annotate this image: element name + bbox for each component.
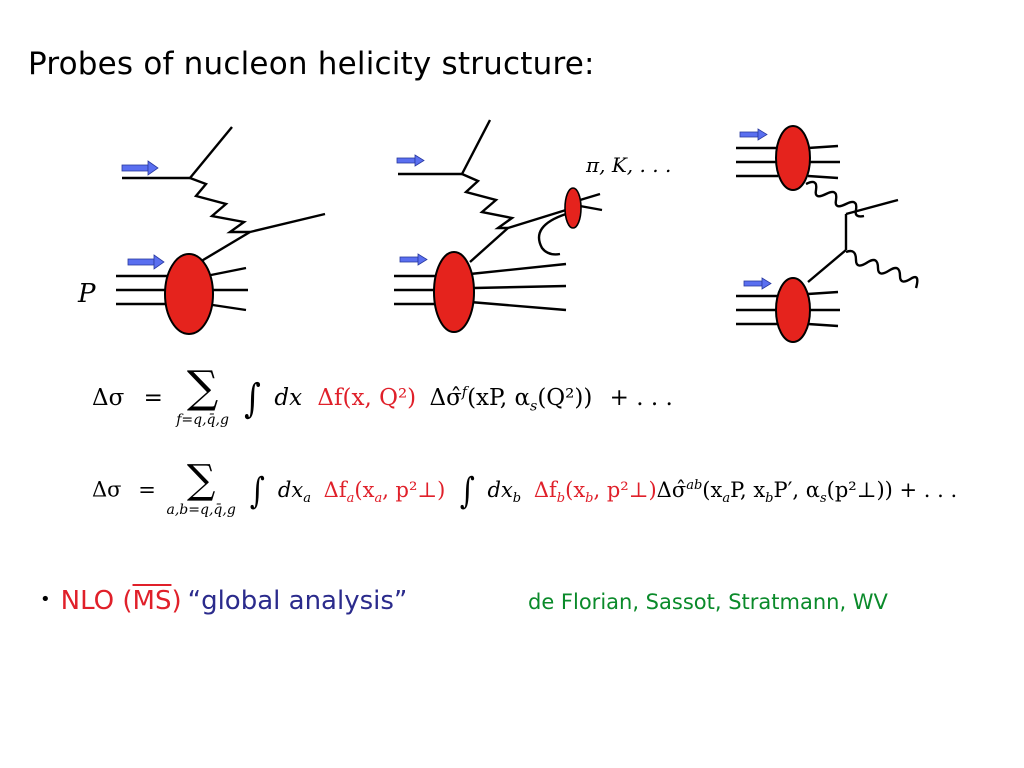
formula2-pdf-a: Δfa(xa, p²⊥) — [323, 477, 446, 506]
proton-blob-2 — [433, 251, 475, 333]
formula1-eq: = — [143, 385, 163, 411]
authors-credit: de Florian, Sassot, Stratmann, WV — [528, 590, 888, 614]
diagram-pp — [736, 144, 919, 328]
formula2-dxb: dxb — [487, 477, 522, 506]
nlo-label: NLO (MS) — [60, 586, 182, 616]
diagram-sidis — [394, 119, 603, 312]
formula2-eq: = — [138, 477, 156, 502]
formula2-pdf-b: Δfb(xb, p²⊥) — [533, 477, 657, 506]
integral-icon: ∫ — [244, 376, 261, 422]
formula2-partonic: Δσ̂ab — [656, 477, 703, 502]
formula2-sum-limits: a,b=q,q̄,g — [166, 502, 236, 518]
integral-icon: ∫ — [250, 470, 266, 512]
helicity-arrow-icon — [396, 154, 425, 167]
diagrams-panel: P π, K, . . . — [77, 119, 919, 343]
global-analysis-label: “global analysis” — [187, 586, 408, 616]
formula1-plus: + . . . — [609, 385, 673, 411]
formula1-args: (xP, αs(Q²)) — [467, 385, 593, 415]
ms-scheme: MS — [132, 586, 172, 616]
bullet-icon: • — [40, 589, 51, 610]
helicity-arrow-icon — [127, 254, 165, 270]
formula2-dxa: dxa — [277, 477, 311, 506]
proton-blob-3 — [775, 125, 811, 191]
bullet-nlo-analysis: • NLO (MS)“global analysis” — [40, 586, 407, 616]
formula1-lhs: Δσ — [92, 385, 125, 411]
proton-blob-1 — [164, 253, 214, 335]
formula1-dx: dx — [274, 385, 303, 411]
formula1-partonic: Δσ̂f — [429, 384, 468, 411]
helicity-arrow-icon — [121, 160, 159, 176]
diagram-dis — [116, 126, 326, 312]
proton-label: P — [77, 279, 96, 309]
formula-pp: Δσ = ∑ a,b=q,q̄,g ∫ dxa Δfa(xa, p²⊥) ∫ d… — [92, 457, 958, 520]
formula1-sum-limits: f=q,q̄,g — [176, 412, 229, 428]
formula2-sum: ∑ a,b=q,q̄,g — [166, 457, 236, 518]
integral-icon: ∫ — [459, 470, 475, 512]
hadron-label: π, K, . . . — [585, 153, 671, 177]
formula2-args: (xaP, xbP′, αs(p²⊥)) + . . . — [702, 477, 958, 506]
formula2-lhs: Δσ — [92, 477, 122, 502]
fragmentation-blob — [564, 187, 582, 229]
helicity-arrow-icon — [739, 128, 768, 141]
helicity-arrow-icon — [399, 253, 428, 266]
formula1-pdf: Δf(x, Q²) — [317, 385, 417, 411]
slide-title: Probes of nucleon helicity structure: — [28, 46, 595, 82]
proton-blob-4 — [775, 277, 811, 343]
formula1-sum: ∑ f=q,q̄,g — [176, 362, 229, 429]
helicity-arrow-icon — [743, 277, 772, 290]
formula-inclusive: Δσ = ∑ f=q,q̄,g ∫ dx Δf(x, Q²) Δσ̂f(xP, … — [92, 362, 673, 430]
